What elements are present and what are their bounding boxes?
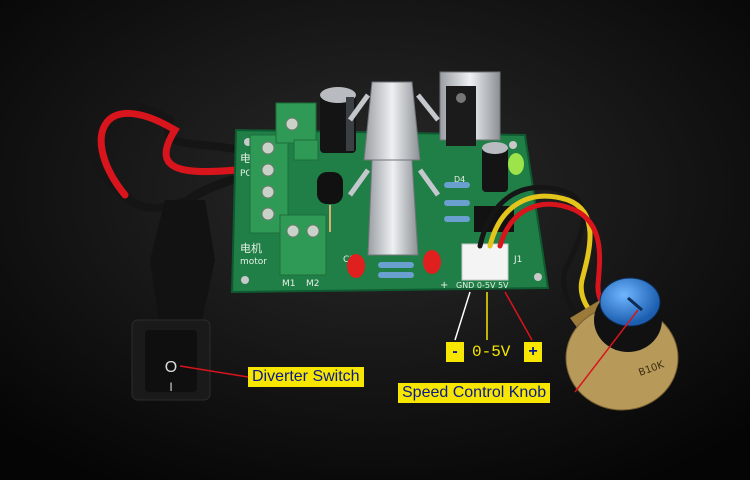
heatsink-left: [347, 81, 441, 256]
silk-motor-en: motor: [240, 257, 267, 267]
speed-control-knob: B10K: [565, 277, 679, 411]
silk-d4: D4: [454, 175, 465, 184]
switch-on-symbol: O: [165, 359, 177, 376]
led-green: [508, 153, 524, 175]
silk-power-en: PO: [240, 169, 253, 179]
plus-terminal-label: +: [524, 342, 542, 362]
silk-j1: J1: [513, 255, 522, 265]
motor-terminal: [279, 214, 327, 276]
diverter-switch: O I: [131, 319, 211, 401]
control-connector: [461, 243, 509, 281]
annotation-lines: [179, 291, 639, 393]
resistors: [378, 182, 470, 278]
silk-plus: +: [440, 280, 448, 291]
transistor: [317, 172, 343, 232]
switch-off-symbol: I: [169, 380, 172, 394]
capacitor-large: [320, 87, 356, 153]
speed-control-knob-label: Speed Control Knob: [398, 383, 551, 403]
silk-m2: M2: [306, 279, 320, 289]
minus-terminal-label: -: [446, 342, 464, 362]
signal-voltage-label: 0-5V: [472, 343, 511, 361]
diverter-switch-label: Diverter Switch: [248, 367, 364, 387]
top-terminal: [275, 102, 319, 161]
silk-m1: M1: [282, 279, 296, 289]
silk-motor-cn: 电机: [240, 241, 262, 255]
silk-conn-pins: GND 0-5V 5V: [456, 281, 509, 290]
heat-shrink: [150, 200, 215, 330]
heatsink-right: [439, 71, 501, 146]
capacitor-small: [482, 142, 508, 192]
led-red: [347, 250, 441, 278]
